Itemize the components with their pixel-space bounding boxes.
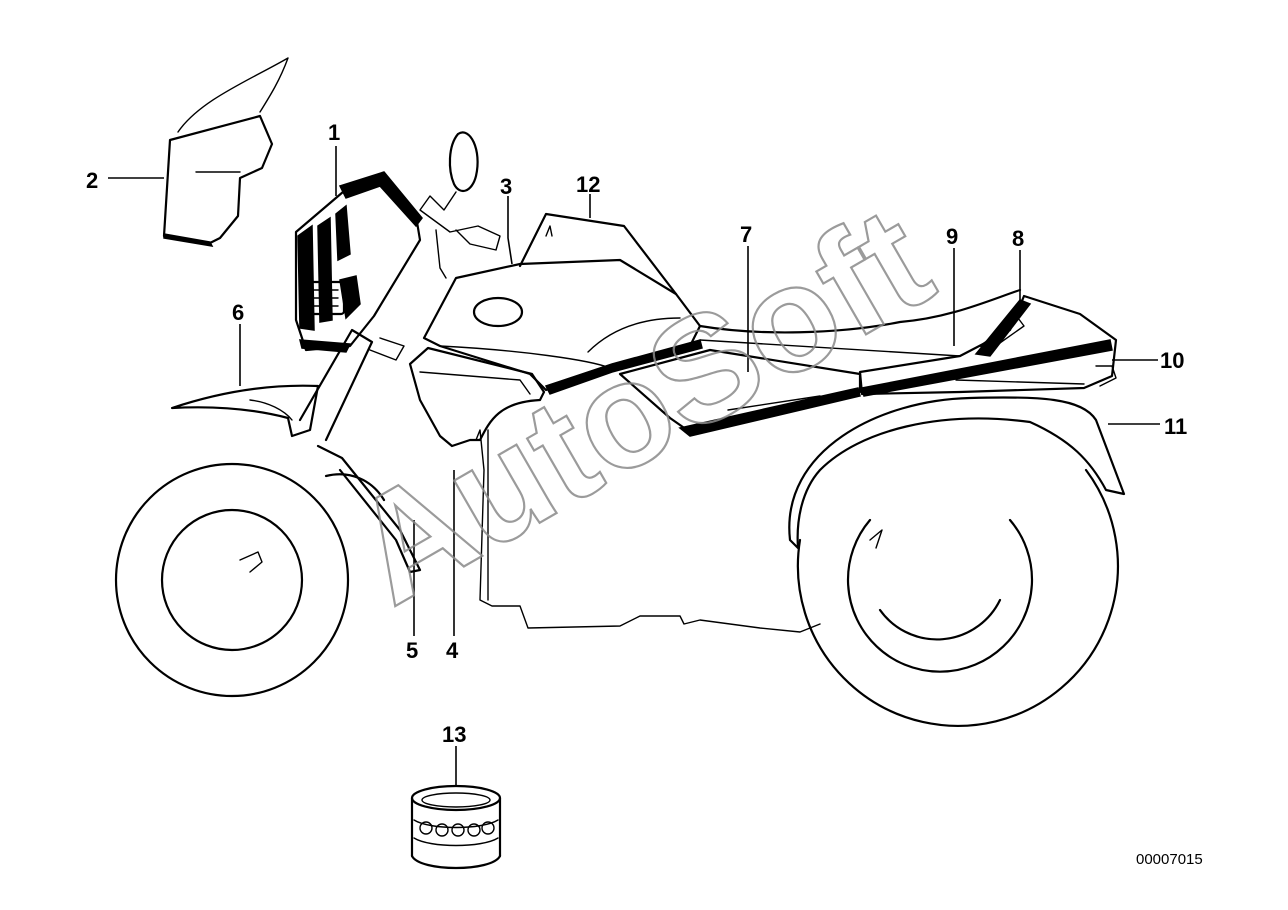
engine-outline: [475, 429, 821, 633]
callout-labels: 1 2 3 4 5 6 7 8 9 10 11 12 13: [86, 120, 1187, 747]
callout-12: 12: [576, 172, 600, 197]
headlight-fairing: [294, 171, 423, 353]
rear-mudguard: [788, 396, 1126, 550]
tape-roll: [410, 784, 502, 870]
callout-1: 1: [328, 120, 340, 145]
callout-3: 3: [500, 174, 512, 199]
reference-number: 00007015: [1136, 851, 1203, 868]
front-mudguard: [170, 384, 320, 438]
tank-top-decal: [518, 212, 678, 296]
leader-lines: [108, 146, 1160, 786]
callout-8: 8: [1012, 226, 1024, 251]
callout-13: 13: [442, 722, 466, 747]
seat: [698, 288, 1022, 357]
rear-wheel: [796, 468, 1119, 727]
callout-5: 5: [406, 638, 418, 663]
callout-7: 7: [740, 222, 752, 247]
callout-9: 9: [946, 224, 958, 249]
windscreen: [162, 57, 289, 247]
callout-6: 6: [232, 300, 244, 325]
side-panel-front: [408, 346, 546, 448]
callout-11: 11: [1164, 414, 1187, 439]
callout-4: 4: [446, 638, 459, 663]
side-decal: [618, 348, 862, 437]
mirror-handlebar: [419, 131, 501, 279]
callout-2: 2: [86, 168, 98, 193]
callout-10: 10: [1160, 348, 1184, 373]
front-wheel: [114, 462, 350, 698]
tail-fairing: [858, 294, 1118, 397]
front-fork: [298, 328, 422, 574]
